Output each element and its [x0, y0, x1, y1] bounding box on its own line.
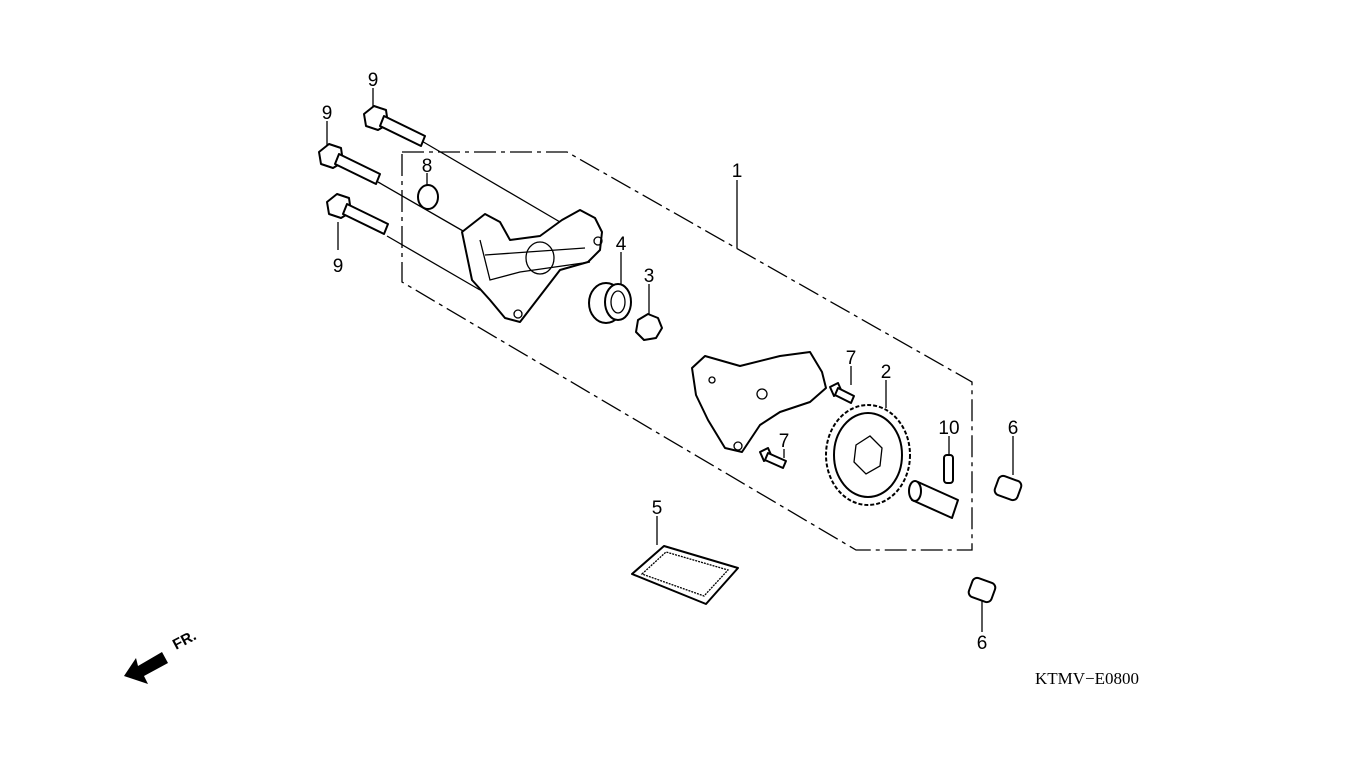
- callout-6a: 6: [1008, 418, 1019, 439]
- callout-5: 5: [652, 498, 663, 519]
- callout-4: 4: [616, 234, 627, 255]
- dowel-a: [993, 474, 1023, 502]
- outer-rotor: [588, 282, 632, 324]
- callout-6b: 6: [977, 633, 988, 654]
- screw-a: [829, 382, 855, 404]
- pin: [943, 454, 954, 484]
- callout-7a: 7: [846, 348, 857, 369]
- bolt-a: [363, 105, 426, 147]
- bolt-b: [318, 143, 381, 185]
- dowel-b: [967, 576, 997, 604]
- callout-10: 10: [938, 418, 959, 439]
- bolt-c: [326, 193, 389, 235]
- callout-1: 1: [732, 161, 743, 182]
- oil-strainer: [631, 545, 739, 605]
- clip: [417, 184, 439, 210]
- diagram-code: KTMV−E0800: [1035, 669, 1139, 688]
- callout-9a: 9: [368, 70, 379, 91]
- screw-b: [759, 447, 787, 469]
- assembly-boundary: [401, 151, 973, 551]
- front-direction-arrow: FR.: [124, 627, 199, 684]
- pump-plate: [691, 351, 827, 453]
- pump-gear: [825, 404, 911, 506]
- pump-shaft: [908, 480, 959, 519]
- callout-7b: 7: [779, 431, 790, 452]
- pump-body: [461, 209, 603, 323]
- callout-9b: 9: [322, 103, 333, 124]
- front-marker-label: FR.: [170, 627, 199, 653]
- callout-9c: 9: [333, 256, 344, 277]
- inner-rotor: [635, 313, 663, 341]
- callout-2: 2: [881, 362, 892, 383]
- callout-3: 3: [644, 266, 655, 287]
- callout-8: 8: [422, 156, 433, 177]
